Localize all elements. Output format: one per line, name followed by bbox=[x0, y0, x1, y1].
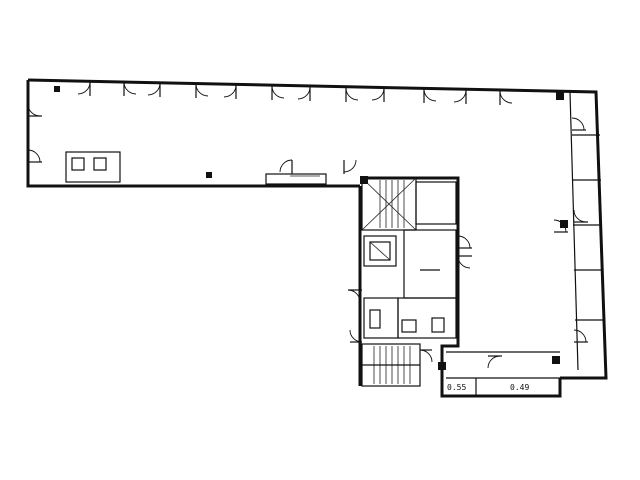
upper-stair bbox=[379, 180, 405, 228]
door-core-4 bbox=[349, 329, 363, 343]
door-left-2 bbox=[27, 149, 42, 163]
elevator-cab bbox=[363, 235, 397, 267]
door-top-10 bbox=[423, 88, 437, 103]
structural-columns bbox=[54, 86, 568, 370]
door-top-8 bbox=[345, 87, 359, 102]
door-core-2 bbox=[457, 255, 472, 269]
outer-walls bbox=[26, 78, 608, 398]
building-core bbox=[358, 177, 457, 387]
door-top-7 bbox=[297, 86, 311, 101]
door-right-5 bbox=[487, 355, 502, 369]
room-label-right: 0.49 bbox=[510, 383, 529, 392]
doors bbox=[27, 81, 588, 369]
door-core-5 bbox=[419, 349, 433, 363]
door-right-1 bbox=[571, 117, 586, 131]
door-corridor-2 bbox=[343, 159, 357, 174]
door-right-3 bbox=[553, 219, 568, 233]
door-top-5 bbox=[223, 84, 237, 99]
reception-area bbox=[65, 151, 327, 185]
door-right-2 bbox=[573, 209, 588, 223]
door-top-2 bbox=[123, 81, 137, 96]
right-wing-partitions bbox=[572, 134, 604, 321]
door-corridor-1 bbox=[279, 159, 293, 174]
door-top-3 bbox=[147, 82, 161, 97]
door-top-6 bbox=[271, 85, 285, 100]
door-left-1 bbox=[27, 103, 42, 117]
door-core-1 bbox=[457, 235, 472, 249]
door-top-1 bbox=[77, 81, 91, 96]
door-top-9 bbox=[371, 87, 385, 102]
door-core-3 bbox=[347, 289, 362, 303]
door-top-4 bbox=[195, 83, 209, 98]
room-label-left: 0.55 bbox=[447, 383, 466, 392]
toilet-block bbox=[363, 297, 399, 339]
door-top-12 bbox=[499, 90, 513, 105]
door-top-11 bbox=[453, 89, 467, 104]
door-right-4 bbox=[573, 329, 588, 343]
